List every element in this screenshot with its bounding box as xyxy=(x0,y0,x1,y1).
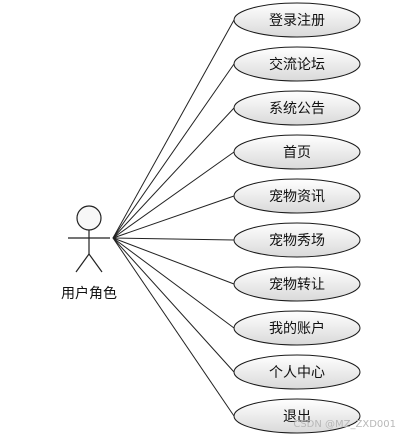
use-case-label: 我的账户 xyxy=(269,320,325,337)
actor-head xyxy=(76,205,102,231)
use-case-label: 首页 xyxy=(283,145,311,161)
use-case-ellipse xyxy=(233,178,361,214)
use-case: 退出 xyxy=(233,398,361,434)
use-case-label: 登录注册 xyxy=(269,13,325,29)
use-case-ellipse xyxy=(233,266,361,302)
use-case-label: 宠物转让 xyxy=(269,277,325,293)
association-line xyxy=(112,237,235,285)
use-case: 个人中心 xyxy=(233,354,361,390)
use-case: 宠物秀场 xyxy=(233,222,361,258)
use-case-label: 退出 xyxy=(283,409,311,425)
association-line xyxy=(112,237,235,329)
association-line xyxy=(112,195,235,239)
watermark: CSDN @MZ_ZXD001 xyxy=(293,419,396,430)
use-case: 我的账户 xyxy=(233,310,361,346)
association-lines xyxy=(112,19,235,417)
use-case: 宠物转让 xyxy=(233,266,361,302)
actor-right-leg xyxy=(88,253,103,273)
use-case-label: 个人中心 xyxy=(269,365,325,381)
use-case: 登录注册 xyxy=(233,2,361,38)
actor-left-leg xyxy=(75,253,90,273)
use-case: 交流论坛 xyxy=(233,46,361,82)
association-line xyxy=(112,237,235,373)
use-case-ellipse xyxy=(233,2,361,38)
association-line xyxy=(112,107,235,239)
use-case-ellipse xyxy=(233,90,361,126)
use-case: 系统公告 xyxy=(233,90,361,126)
association-line xyxy=(112,63,235,239)
association-line xyxy=(112,237,235,417)
association-line xyxy=(112,19,235,239)
use-case-ellipse xyxy=(233,222,361,258)
actor-label: 用户角色 xyxy=(61,285,117,302)
use-case-label: 系统公告 xyxy=(269,101,325,117)
use-case-ellipse xyxy=(233,134,361,170)
use-case-ellipse xyxy=(233,46,361,82)
use-case-label: 交流论坛 xyxy=(269,56,325,73)
use-case-ellipse xyxy=(233,310,361,346)
use-case-label: 宠物资讯 xyxy=(269,189,325,205)
use-case: 宠物资讯 xyxy=(233,178,361,214)
use-case: 首页 xyxy=(233,134,361,170)
association-line xyxy=(112,151,235,239)
use-case-ellipse xyxy=(233,398,361,434)
association-line xyxy=(112,237,235,241)
use-case-label: 宠物秀场 xyxy=(269,233,325,249)
use-case-ellipse xyxy=(233,354,361,390)
actor-figure: 用户角色 xyxy=(61,205,117,302)
